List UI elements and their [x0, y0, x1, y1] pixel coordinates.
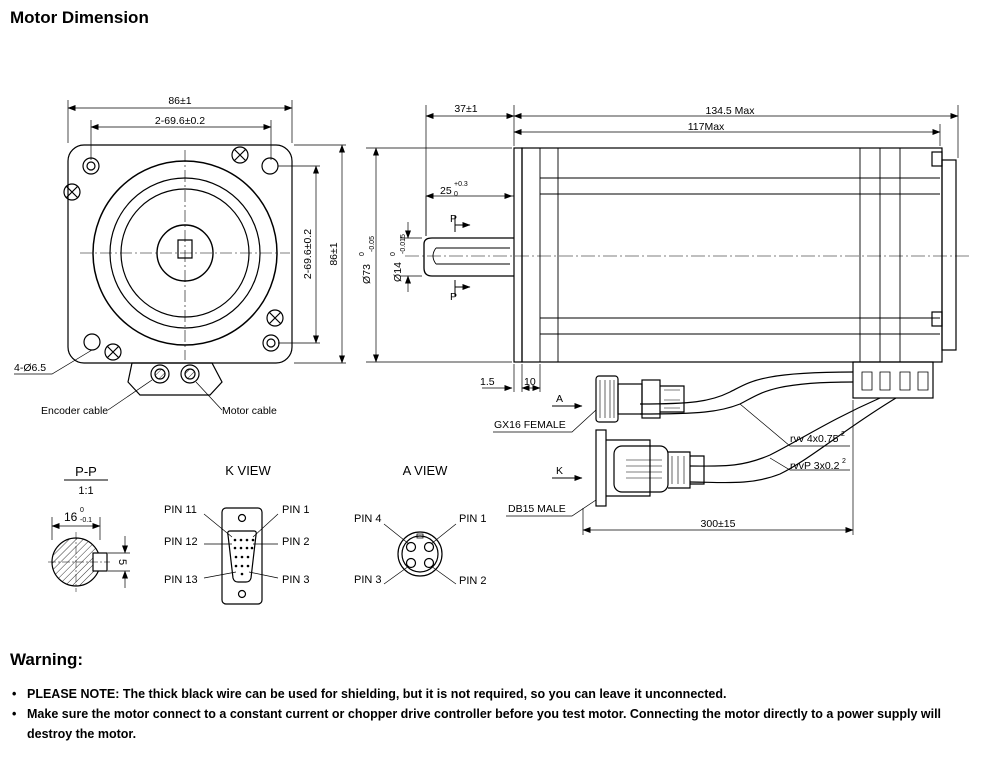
rvvp-cable-label: rvvP 3x0.2	[790, 460, 840, 472]
section-pp-scale: 1:1	[78, 485, 93, 497]
holes-label: 4-Ø6.5	[14, 362, 46, 374]
pilot-diameter-tol-low: -0.05	[369, 236, 376, 252]
side-flange	[513, 147, 523, 363]
body-length-dim: 117Max	[688, 121, 725, 133]
section-pp	[48, 479, 130, 592]
key-length-tol-low: 0	[454, 191, 458, 198]
front-view-labels: 86±1 2-69.6±0.2 2-69.6±0.2 86±1 4-Ø6.5 E…	[14, 95, 340, 417]
warning-note-1-text: The thick black wire can be used for shi…	[119, 687, 727, 701]
rvv-cable-label: rvv 4x0.75	[790, 433, 839, 445]
section-mark-bottom: P	[450, 291, 457, 303]
a-view	[383, 523, 457, 585]
warning-notes: PLEASE NOTE: The thick black wire can be…	[10, 684, 976, 744]
view-k-arrow-label: K	[556, 465, 563, 477]
cable-box	[852, 361, 934, 399]
total-length-dim: 134.5 Max	[705, 105, 755, 117]
k-view-labels: K VIEW PIN 11 PIN 12 PIN 13 PIN 1 PIN 2 …	[164, 463, 310, 586]
gx16-face-outer	[397, 531, 443, 577]
db15-connector	[595, 429, 607, 507]
shaft-diameter-dim: Ø14	[392, 262, 404, 282]
section-pp-labels: P-P 1:1 16 0 -0.1 5	[64, 464, 128, 565]
encoder-cable-label: Encoder cable	[41, 405, 108, 417]
front-vertical-hole-dim: 2-69.6±0.2	[302, 229, 314, 279]
front-width-dim: 86±1	[168, 95, 191, 107]
motor-cable-label: Motor cable	[222, 405, 277, 417]
gx16-connector	[595, 375, 619, 423]
motor-cable-run	[639, 371, 854, 405]
a-view-title: A VIEW	[403, 463, 449, 478]
rvvp-cable-sup: 2	[842, 458, 846, 465]
k-view-pin2: PIN 2	[282, 536, 310, 548]
section-pp-key-dim: 5	[116, 559, 128, 565]
db15-plate	[221, 507, 263, 605]
cable-length-dim: 300±15	[701, 518, 736, 530]
key-length-tol: +0.3	[454, 181, 468, 188]
warning-title: Warning:	[10, 650, 84, 669]
pilot-diameter-tol-up: 0	[359, 252, 366, 256]
warning-note-2: Make sure the motor connect to a constan…	[10, 704, 976, 744]
side-shaft	[423, 237, 514, 277]
shaft-length-dim: 37±1	[454, 103, 477, 115]
flange-length-dim: 10	[524, 376, 536, 388]
view-a-arrow-label: A	[556, 393, 563, 405]
section-pp-tol-low: -0.1	[80, 517, 92, 524]
warning-note-2-text: Make sure the motor connect to a constan…	[27, 707, 942, 741]
k-view-title: K VIEW	[225, 463, 271, 478]
k-view-pin13: PIN 13	[164, 574, 198, 586]
side-endcap	[941, 159, 957, 351]
k-view-pin11: PIN 11	[164, 504, 197, 516]
flange-thickness-dim: 1.5	[480, 376, 495, 388]
front-view	[14, 100, 346, 411]
k-view-pin3: PIN 3	[282, 574, 310, 586]
k-view	[203, 507, 279, 605]
a-view-pin4: PIN 4	[354, 513, 382, 525]
side-body	[521, 147, 943, 363]
key-length-dim: 25	[440, 185, 452, 197]
encoder-cable-run	[689, 397, 881, 467]
section-pp-tol-up: 0	[80, 507, 84, 514]
gx16-label: GX16 FEMALE	[494, 419, 566, 431]
k-view-pin12: PIN 12	[164, 536, 198, 548]
pilot-diameter-dim: Ø73	[361, 264, 373, 284]
a-view-pin3: PIN 3	[354, 574, 382, 586]
k-view-pin1: PIN 1	[282, 504, 310, 516]
cable-exit-block	[127, 362, 223, 396]
side-view-labels: 37±1 134.5 Max 117Max 25 +0.3 0 Ø73 0 -0…	[359, 103, 846, 530]
section-pp-dim: 16	[64, 510, 78, 524]
a-view-pin1: PIN 1	[459, 513, 487, 525]
section-pp-title: P-P	[75, 464, 97, 479]
a-view-labels: A VIEW PIN 4 PIN 1 PIN 3 PIN 2	[354, 463, 487, 587]
front-height-dim: 86±1	[328, 242, 340, 265]
gx16-face-inner	[401, 535, 439, 573]
section-mark-top: P	[450, 213, 457, 225]
db15-label: DB15 MALE	[508, 503, 566, 515]
shaft-diameter-tol-low: -0.015	[400, 234, 407, 254]
a-view-pin2: PIN 2	[459, 575, 487, 587]
page-title: Motor Dimension	[10, 8, 149, 27]
side-view	[366, 105, 970, 535]
front-hole-spacing-dim: 2-69.6±0.2	[155, 115, 205, 127]
warning-note-1-label: PLEASE NOTE:	[27, 687, 120, 701]
rvv-cable-sup: 2	[841, 431, 845, 438]
front-shaft-key	[177, 239, 193, 259]
warning-note-1: PLEASE NOTE: The thick black wire can be…	[10, 684, 976, 704]
db15-pins	[233, 538, 255, 576]
motor-dimension-drawing: 86±1 2-69.6±0.2 2-69.6±0.2 86±1 4-Ø6.5 E…	[14, 95, 970, 605]
shaft-diameter-tol-up: 0	[390, 252, 397, 256]
